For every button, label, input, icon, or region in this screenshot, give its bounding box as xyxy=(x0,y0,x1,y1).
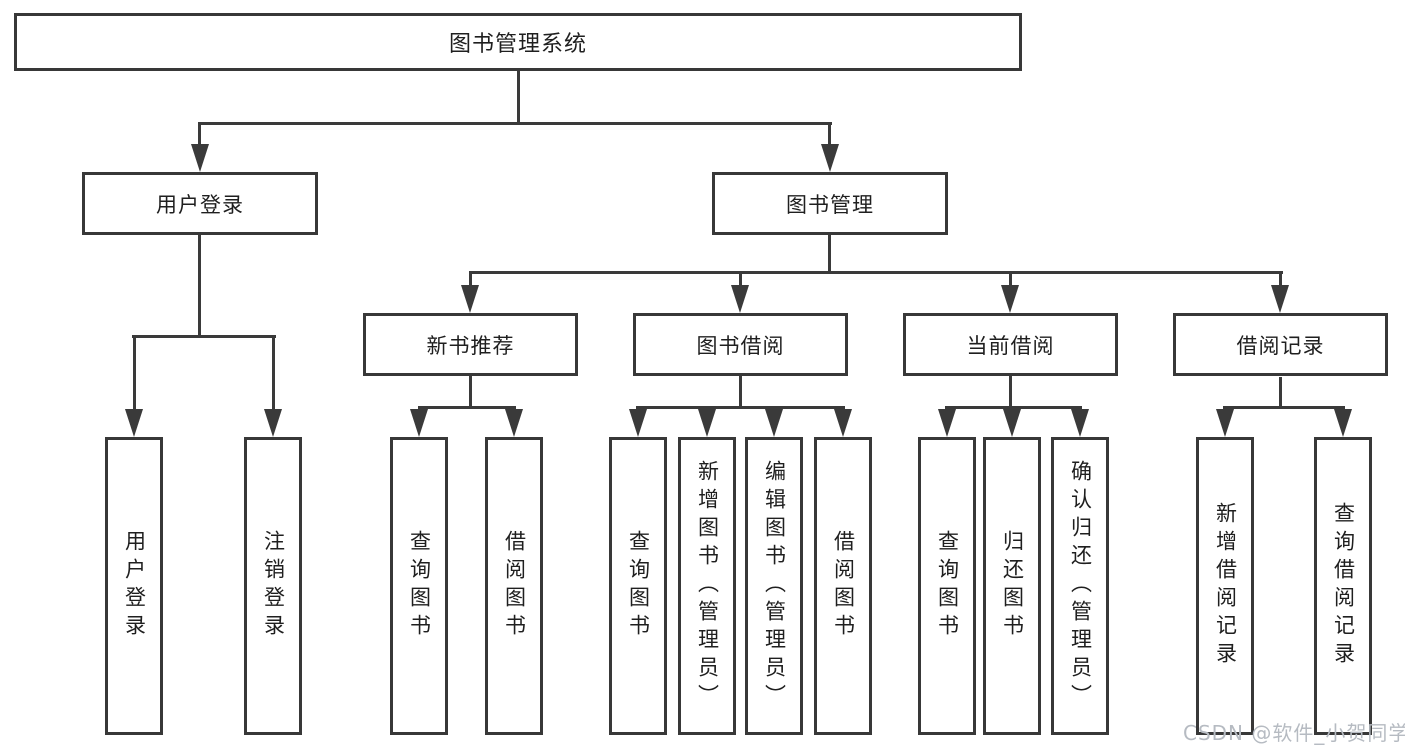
connector-arrowhead xyxy=(821,144,839,172)
connector-arrowhead xyxy=(264,409,282,437)
node-logout: 注销登录 xyxy=(244,437,302,735)
node-label: 用户登录 xyxy=(156,192,244,217)
connector-line xyxy=(469,376,472,406)
node-bb-edit-book: 编辑图书（管理员） xyxy=(745,437,803,735)
connector-line xyxy=(739,271,742,285)
connector-line xyxy=(828,235,831,271)
node-nbr-borrow-book: 借阅图书 xyxy=(485,437,543,735)
node-library-system: 图书管理系统 xyxy=(14,13,1022,71)
watermark: CSDN @软件_小贺同学 xyxy=(1183,721,1405,745)
node-cb-query-book: 查询图书 xyxy=(918,437,976,735)
connector-arrowhead xyxy=(629,409,647,437)
node-label: 新增借阅记录 xyxy=(1213,502,1238,670)
node-book-management: 图书管理 xyxy=(712,172,948,235)
connector-arrowhead xyxy=(191,144,209,172)
connector-line xyxy=(1009,271,1012,285)
connector-arrowhead xyxy=(698,409,716,437)
node-label: 归还图书 xyxy=(1000,530,1025,642)
connector-arrowhead xyxy=(1001,285,1019,313)
node-nbr-query-book: 查询图书 xyxy=(390,437,448,735)
connector-line xyxy=(1279,271,1282,285)
node-book-borrow: 图书借阅 xyxy=(633,313,848,376)
connector-line xyxy=(132,335,276,338)
node-label: 注销登录 xyxy=(261,530,286,642)
node-label: 图书借阅 xyxy=(696,333,785,358)
node-label: 新增图书（管理员） xyxy=(695,460,720,712)
connector-arrowhead xyxy=(410,409,428,437)
node-label: 新书推荐 xyxy=(426,333,515,358)
connector-line xyxy=(198,235,201,335)
connector-line xyxy=(418,406,516,409)
connector-line xyxy=(1009,376,1012,406)
connector-line xyxy=(133,335,136,409)
connector-line xyxy=(636,406,845,409)
node-new-book-recommend: 新书推荐 xyxy=(363,313,578,376)
node-label: 借阅记录 xyxy=(1236,333,1325,358)
connector-arrowhead xyxy=(938,409,956,437)
connector-line xyxy=(272,335,275,409)
node-label: 借阅图书 xyxy=(831,530,856,642)
connector-arrowhead xyxy=(731,285,749,313)
connector-arrowhead xyxy=(834,409,852,437)
node-label: 查询图书 xyxy=(407,530,432,642)
connector-line xyxy=(517,71,520,122)
node-br-add-record: 新增借阅记录 xyxy=(1196,437,1254,735)
node-label: 查询图书 xyxy=(626,530,651,642)
node-label: 用户登录 xyxy=(122,530,147,642)
node-label: 编辑图书（管理员） xyxy=(762,460,787,712)
connector-arrowhead xyxy=(1071,409,1089,437)
node-label: 借阅图书 xyxy=(502,530,527,642)
node-current-borrow: 当前借阅 xyxy=(903,313,1118,376)
connector-arrowhead xyxy=(765,409,783,437)
node-bb-borrow-book: 借阅图书 xyxy=(814,437,872,735)
connector-arrowhead xyxy=(1271,285,1289,313)
connector-arrowhead xyxy=(461,285,479,313)
connector-line xyxy=(199,122,832,125)
connector-line xyxy=(1279,377,1282,407)
connector-line xyxy=(469,271,472,285)
node-borrow-records: 借阅记录 xyxy=(1173,313,1388,376)
connector-arrowhead xyxy=(125,409,143,437)
node-login: 用户登录 xyxy=(105,437,163,735)
node-label: 查询图书 xyxy=(935,530,960,642)
node-label: 查询借阅记录 xyxy=(1331,502,1356,670)
node-label: 当前借阅 xyxy=(966,333,1055,358)
connector-arrowhead xyxy=(1003,409,1021,437)
node-bb-query-book: 查询图书 xyxy=(609,437,667,735)
node-cb-return-book: 归还图书 xyxy=(983,437,1041,735)
connector-line xyxy=(945,406,1082,409)
node-bb-add-book: 新增图书（管理员） xyxy=(678,437,736,735)
connector-line xyxy=(739,376,742,406)
connector-line xyxy=(1223,406,1345,409)
connector-line xyxy=(469,271,1283,274)
connector-arrowhead xyxy=(1334,409,1352,437)
node-label: 图书管理 xyxy=(786,192,874,217)
node-user-login: 用户登录 xyxy=(82,172,318,235)
connector-line xyxy=(198,122,201,146)
node-cb-confirm-return: 确认归还（管理员） xyxy=(1051,437,1109,735)
connector-line xyxy=(828,122,831,146)
connector-arrowhead xyxy=(505,409,523,437)
node-label: 图书管理系统 xyxy=(448,32,587,57)
node-br-query-record: 查询借阅记录 xyxy=(1314,437,1372,735)
connector-arrowhead xyxy=(1216,409,1234,437)
node-label: 确认归还（管理员） xyxy=(1068,460,1093,712)
